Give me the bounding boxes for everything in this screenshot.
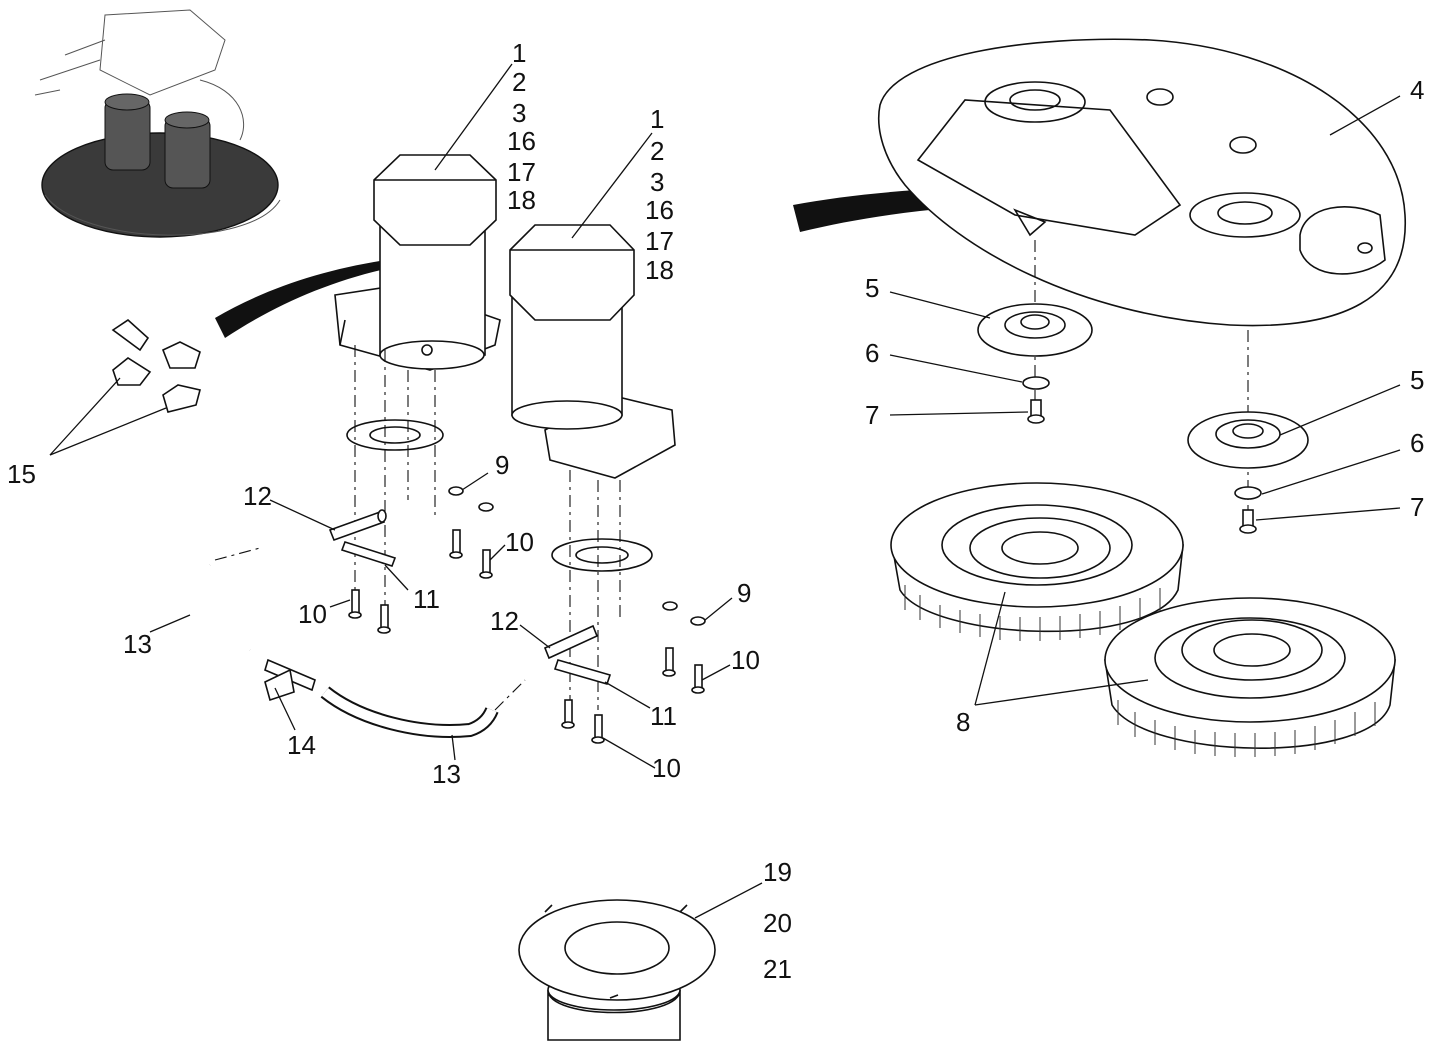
callout-pad-19: 19	[763, 857, 792, 887]
callout-washer-right: 6	[1410, 428, 1424, 458]
callouts-motor-2: 1 2 3 16 17 18	[645, 104, 674, 285]
callout-clamp-left: 11	[413, 584, 440, 614]
callout-screw-right-b: 10	[652, 753, 681, 783]
callouts-motor-1: 1 2 3 16 17 18	[507, 38, 536, 215]
hose-caps	[111, 318, 201, 413]
callout-screw-left-a: 10	[505, 527, 534, 557]
hose-left-inner	[179, 560, 252, 655]
callout-fitting-left: 12	[243, 481, 272, 511]
brush-motor-1	[334, 154, 501, 610]
callout-hub-right: 5	[1410, 365, 1424, 395]
callout-tee: 14	[287, 730, 316, 760]
hose-right-inner	[321, 688, 497, 736]
callout-bolt-left: 7	[865, 400, 879, 430]
clamp-left	[340, 541, 397, 567]
callout-motor1-17: 17	[507, 157, 536, 187]
callout-motor1-16: 16	[507, 126, 536, 156]
callout-motor1-1: 1	[512, 38, 526, 68]
screws-right	[561, 647, 705, 744]
drive-hub-left	[977, 303, 1093, 357]
scrub-brush-right	[1104, 597, 1396, 757]
callout-bolt-right: 7	[1410, 492, 1424, 522]
callout-motor2-3: 3	[650, 167, 664, 197]
brush-motor-2	[509, 224, 676, 710]
callout-hose-left: 13	[123, 629, 152, 659]
brush-deck	[877, 38, 1406, 520]
clamp-right	[553, 659, 612, 685]
callout-motor2-18: 18	[645, 255, 674, 285]
callout-lockwasher-right: 9	[737, 578, 751, 608]
callout-washer-left: 6	[865, 338, 879, 368]
screws-left	[348, 529, 493, 634]
callout-caps: 15	[7, 459, 36, 489]
callout-motor2-1: 1	[650, 104, 664, 134]
callout-hose-right: 13	[432, 759, 461, 789]
washer-left	[1022, 376, 1050, 390]
lockwashers-right	[662, 601, 706, 626]
callout-screw-right-a: 10	[731, 645, 760, 675]
callout-motor1-2: 2	[512, 67, 526, 97]
tee-fitting	[264, 658, 316, 702]
leader-lines	[49, 63, 1401, 919]
fitting-right	[543, 624, 599, 660]
drive-hub-right	[1187, 411, 1309, 469]
callout-pad-20: 20	[763, 908, 792, 938]
callout-deck: 4	[1410, 75, 1424, 105]
scrub-brush-left	[890, 482, 1184, 641]
callout-motor2-17: 17	[645, 226, 674, 256]
callout-screw-left-b: 10	[298, 599, 327, 629]
callout-motor2-2: 2	[650, 136, 664, 166]
bolt-right	[1239, 509, 1257, 534]
callouts-pad-driver: 19 20 21	[763, 857, 792, 984]
callout-hub-left: 5	[865, 273, 879, 303]
washer-right	[1234, 486, 1262, 500]
assembly-arrow-left	[215, 253, 455, 338]
callout-fitting-right: 12	[490, 606, 519, 636]
bolt-left	[1027, 399, 1045, 424]
pad-driver	[518, 899, 716, 1041]
callout-clamp-right: 11	[650, 701, 677, 731]
callout-motor2-16: 16	[645, 195, 674, 225]
fitting-left	[328, 509, 387, 542]
callout-pad-21: 21	[763, 954, 792, 984]
callout-motor1-18: 18	[507, 185, 536, 215]
callout-motor1-3: 3	[512, 98, 526, 128]
callout-brushes: 8	[956, 707, 970, 737]
callout-lockwasher-left: 9	[495, 450, 509, 480]
locator-thumbnail	[34, 9, 281, 238]
lockwashers-left	[448, 486, 494, 512]
